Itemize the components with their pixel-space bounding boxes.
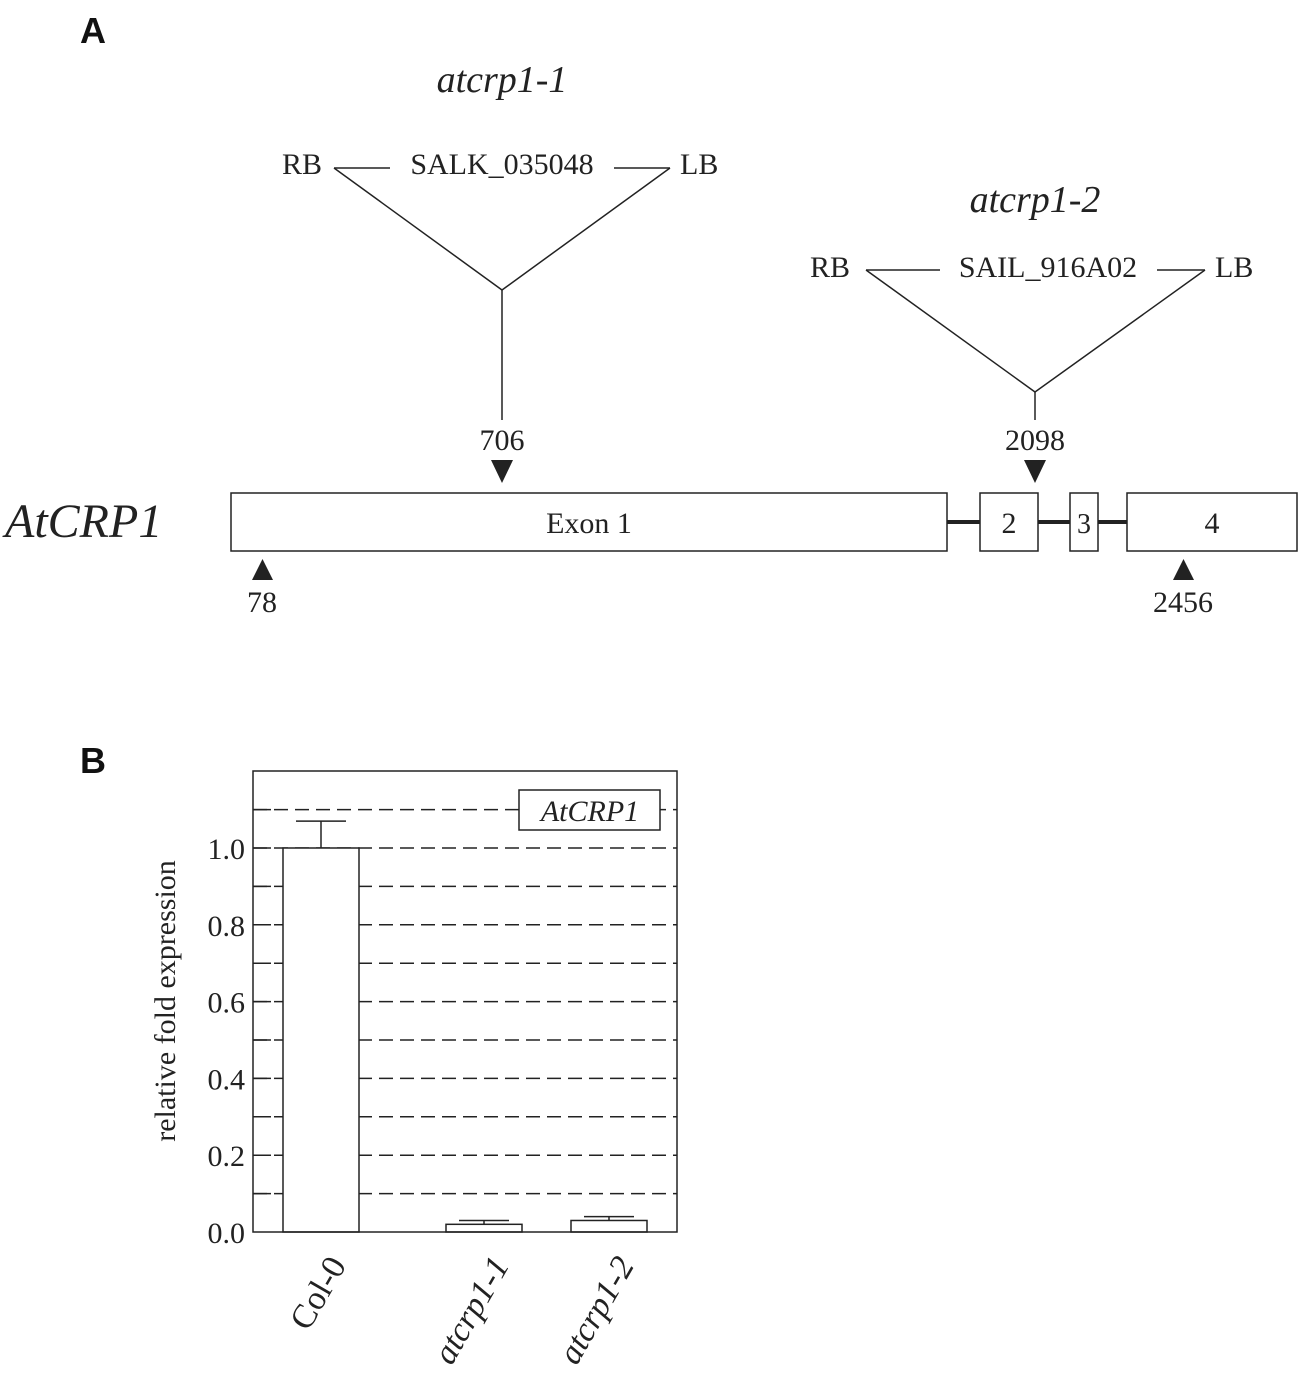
insertion-2-arrow bbox=[1024, 460, 1046, 483]
exon-3-box bbox=[1069, 492, 1099, 552]
gene-label: AtCRP1 bbox=[2, 495, 162, 548]
x-axis-labels: Col-0 atcrp1-1 atcrp1-2 bbox=[283, 1251, 642, 1371]
y-tick-label: 0.6 bbox=[208, 987, 246, 1020]
exon-4-label: 4 bbox=[1205, 507, 1220, 540]
legend-box bbox=[518, 789, 661, 831]
y-axis-ticks: 0.0 0.2 0.4 0.6 0.8 1.0 bbox=[208, 808, 271, 1250]
x-tick-label-Col-0: Col-0 bbox=[283, 1251, 354, 1337]
y-tick-label: 0.2 bbox=[208, 1140, 246, 1173]
y-axis-title: relative fold expression bbox=[149, 860, 182, 1142]
exon-2-label: 2 bbox=[1002, 507, 1017, 540]
exon-1-label: Exon 1 bbox=[546, 507, 632, 540]
y-tick-label: 1.0 bbox=[208, 833, 246, 866]
insertion-1-triangle bbox=[333, 167, 671, 420]
insertion-1-line: SALK_035048 bbox=[410, 148, 593, 181]
y-tick-label: 0.8 bbox=[208, 910, 246, 943]
panel-a-label: A bbox=[80, 10, 106, 51]
insertion-1-rb: RB bbox=[282, 148, 322, 181]
bar-chart: 0.0 0.2 0.4 0.6 0.8 1.0 AtCRP1 Col-0 atcrp1-1 a… bbox=[149, 770, 678, 1371]
bar-atcrp1-1 bbox=[445, 1223, 523, 1233]
insertion-2-rb: RB bbox=[810, 251, 850, 284]
insertion-1-lb: LB bbox=[680, 148, 718, 181]
y-tick-label: 0.0 bbox=[208, 1217, 246, 1250]
start-marker-arrow bbox=[252, 559, 273, 580]
end-marker-arrow bbox=[1173, 559, 1194, 580]
insertion-1-position: 706 bbox=[480, 424, 525, 457]
y-tick-label: 0.4 bbox=[208, 1063, 246, 1096]
legend: AtCRP1 bbox=[518, 789, 661, 831]
insertion-2-lb: LB bbox=[1215, 251, 1253, 284]
x-tick-label-atcrp1-1: atcrp1-1 bbox=[426, 1251, 517, 1371]
allele-1-label: atcrp1-1 bbox=[437, 59, 568, 101]
insertion-2-line: SAIL_916A02 bbox=[959, 251, 1137, 284]
bars bbox=[282, 820, 648, 1233]
x-tick-label-atcrp1-2: atcrp1-2 bbox=[551, 1251, 642, 1371]
allele-2-label: atcrp1-2 bbox=[970, 179, 1101, 221]
panel-b-label: B bbox=[80, 740, 106, 781]
end-marker-label: 2456 bbox=[1153, 586, 1213, 619]
insertion-2-position: 2098 bbox=[1005, 424, 1065, 457]
insertion-2-triangle bbox=[865, 269, 1206, 420]
insertion-1-arrow bbox=[491, 460, 513, 483]
exon-3-label: 3 bbox=[1077, 509, 1091, 540]
bar-Col-0 bbox=[282, 847, 360, 1233]
exon-4-box bbox=[1126, 492, 1298, 552]
bar-atcrp1-2 bbox=[570, 1219, 648, 1233]
legend-label: AtCRP1 bbox=[539, 795, 639, 828]
exon-2-box bbox=[979, 492, 1039, 552]
exon-1-box bbox=[230, 492, 948, 552]
start-marker-label: 78 bbox=[247, 586, 277, 619]
